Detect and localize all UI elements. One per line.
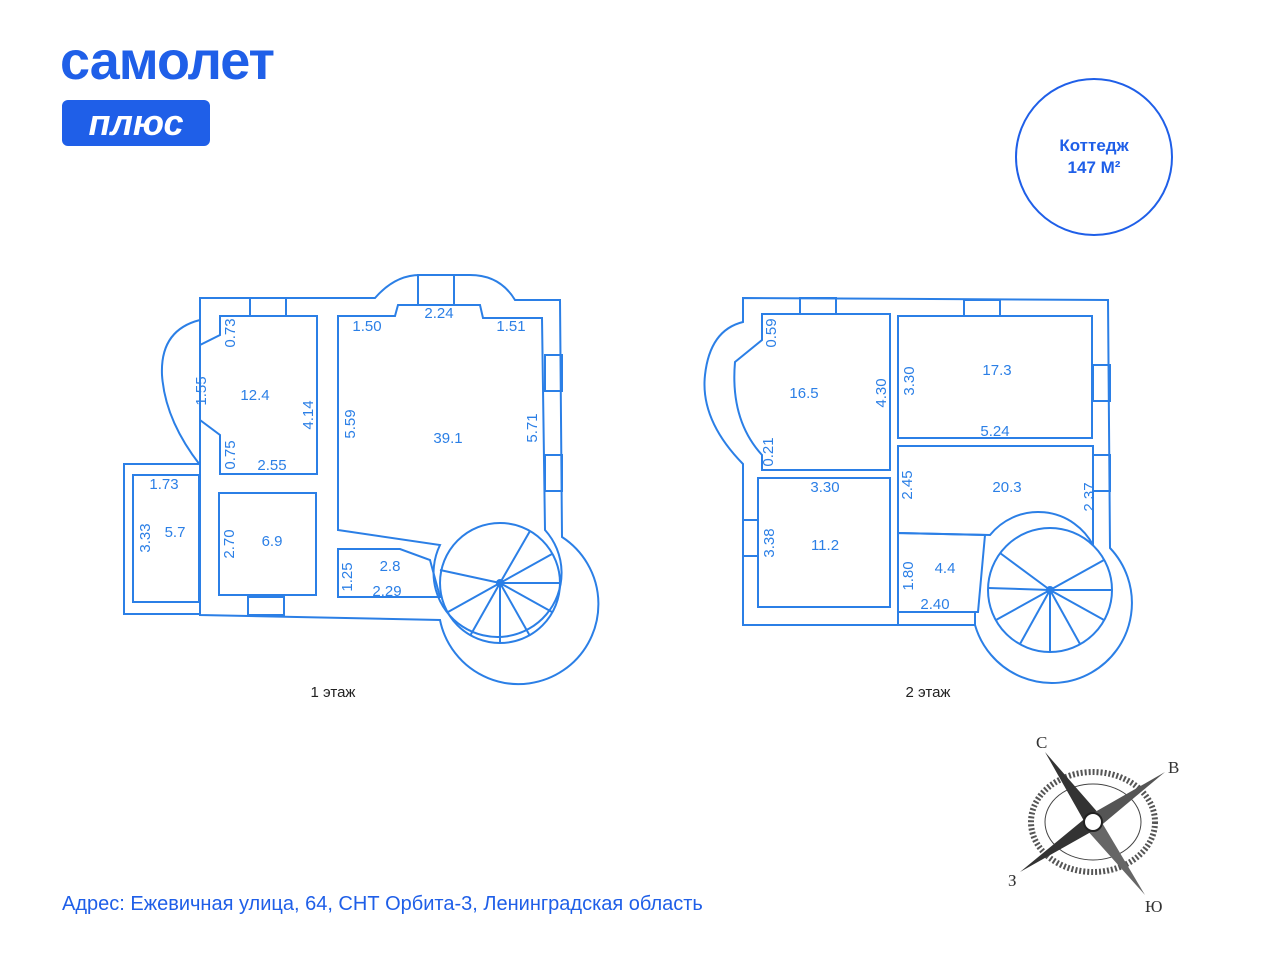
floor-2-label: 2 этаж: [906, 684, 951, 701]
dimension: 5.59: [342, 409, 359, 438]
dimension: 2.29: [372, 583, 401, 600]
dimension: 3.38: [761, 528, 778, 557]
dimension: 1.55: [193, 376, 210, 405]
dimension: 2.55: [257, 457, 286, 474]
dimension: 1.50: [352, 318, 381, 335]
dimension: 4.30: [873, 378, 890, 407]
room-area: 20.3: [992, 479, 1021, 496]
property-type: Коттедж: [1059, 136, 1129, 155]
dimension: 0.73: [222, 318, 239, 347]
compass-west: З: [1008, 871, 1017, 890]
dimension: 0.59: [763, 318, 780, 347]
dimension: 1.25: [339, 562, 356, 591]
dimension: 3.30: [810, 479, 839, 496]
dimension: 2.24: [424, 305, 453, 322]
logo-wordmark: самолет: [60, 31, 275, 91]
dimension: 2.70: [221, 529, 238, 558]
dimension: 3.33: [137, 523, 154, 552]
dimension: 0.21: [760, 437, 777, 466]
compass-rose-icon: С В З Ю: [1008, 733, 1179, 916]
dimension: 2.45: [899, 470, 916, 499]
compass-east: В: [1168, 758, 1179, 777]
dimension: 3.30: [901, 366, 918, 395]
dimension: 1.51: [496, 318, 525, 335]
floor-2-plan: 16.5 17.3 20.3 11.2 4.4 0.59 4.30 3.30 5…: [703, 296, 1133, 701]
room-area: 12.4: [240, 387, 269, 404]
dimension: 2.37: [1081, 482, 1098, 511]
dimension: 2.40: [920, 596, 949, 613]
property-badge: Коттедж 147 М²: [1015, 78, 1173, 236]
dimension: 1.80: [900, 561, 917, 590]
address: Адрес: Ежевичная улица, 64, СНТ Орбита-3…: [62, 893, 703, 915]
room-area: 6.9: [262, 533, 283, 550]
property-area: 147 М²: [1067, 158, 1121, 177]
logo-plus-badge: плюс: [62, 100, 210, 146]
room-area: 2.8: [380, 558, 401, 575]
room-area: 4.4: [935, 560, 956, 577]
dimension: 0.75: [222, 440, 239, 469]
compass-north: С: [1036, 733, 1047, 752]
room-area: 16.5: [789, 385, 818, 402]
room-area: 11.2: [811, 537, 839, 554]
floor-1-label: 1 этаж: [311, 684, 356, 701]
dimension: 1.73: [149, 476, 178, 493]
room-area: 17.3: [982, 362, 1011, 379]
compass-south: Ю: [1145, 897, 1162, 916]
dimension: 4.14: [300, 400, 317, 429]
room-area: 39.1: [433, 430, 462, 447]
floor-1-plan: 12.4 39.1 6.9 5.7 2.8 2.24 1.50 1.51 0.7…: [123, 274, 600, 701]
room-area: 5.7: [165, 524, 186, 541]
dimension: 5.24: [980, 423, 1009, 440]
dimension: 5.71: [524, 413, 541, 442]
